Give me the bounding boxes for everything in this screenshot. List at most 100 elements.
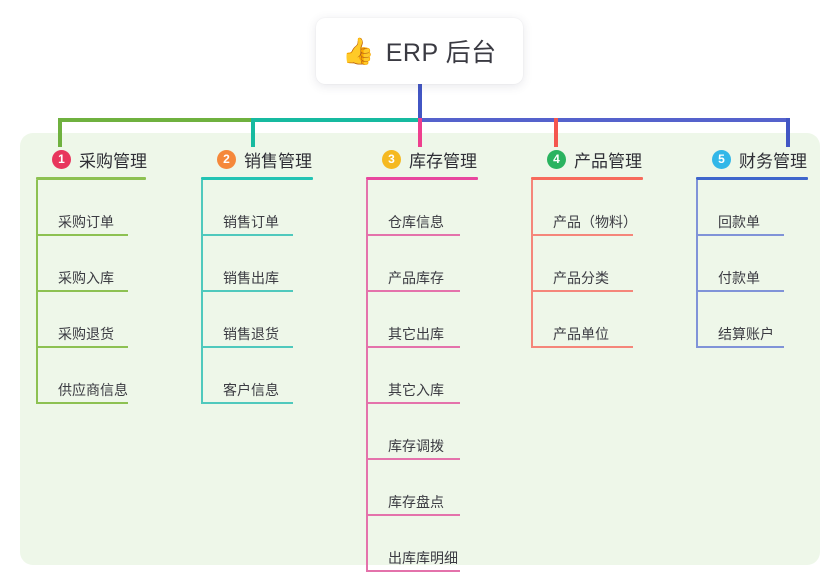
leaf-item[interactable]: 库存调拨: [366, 404, 478, 460]
leaf-spine-2: [201, 180, 203, 404]
leaf-item-rule: [36, 290, 128, 292]
leaf-item[interactable]: 回款单: [696, 180, 808, 236]
leaf-item-rule: [366, 290, 460, 292]
leaf-item-label: 仓库信息: [388, 214, 444, 230]
column-badge-3: 3: [382, 149, 401, 169]
column-header-3[interactable]: 3 库存管理: [366, 146, 478, 172]
column-badge-5: 5: [712, 149, 731, 169]
leaf-item-rule: [531, 290, 633, 292]
leaf-item[interactable]: 销售订单: [201, 180, 313, 236]
leaf-list-3: 仓库信息产品库存其它出库其它入库库存调拨库存盘点出库库明细: [366, 180, 478, 572]
leaf-item[interactable]: 供应商信息: [36, 348, 147, 404]
leaf-item[interactable]: 结算账户: [696, 292, 808, 348]
leaf-spine-3: [366, 180, 368, 572]
leaf-item[interactable]: 其它出库: [366, 292, 478, 348]
leaf-item-label: 出库库明细: [388, 550, 458, 566]
leaf-item-rule: [696, 234, 784, 236]
leaf-item-rule: [366, 458, 460, 460]
leaf-item-label: 销售出库: [223, 270, 279, 286]
column-title-3: 库存管理: [409, 151, 477, 171]
leaf-item-label: 其它出库: [388, 326, 444, 342]
leaf-item-rule: [36, 346, 128, 348]
leaf-spine-1: [36, 180, 38, 404]
leaf-item-label: 销售订单: [223, 214, 279, 230]
column-title-5: 财务管理: [739, 151, 807, 171]
leaf-item-label: 采购退货: [58, 326, 114, 342]
leaf-item-rule: [366, 514, 460, 516]
leaf-item[interactable]: 付款单: [696, 236, 808, 292]
leaf-list-5: 回款单付款单结算账户: [696, 180, 808, 348]
column-badge-4: 4: [547, 149, 566, 169]
leaf-item-rule: [201, 402, 293, 404]
column-rule-1: [36, 177, 146, 180]
leaf-item-label: 产品（物料）: [553, 214, 637, 230]
column-badge-1: 1: [52, 149, 71, 169]
leaf-spine-5: [696, 180, 698, 348]
leaf-item[interactable]: 其它入库: [366, 348, 478, 404]
leaf-item[interactable]: 销售出库: [201, 236, 313, 292]
leaf-item-rule: [201, 234, 293, 236]
leaf-item-rule: [366, 402, 460, 404]
leaf-item-label: 产品分类: [553, 270, 609, 286]
column-库存管理: 3 库存管理仓库信息产品库存其它出库其它入库库存调拨库存盘点出库库明细: [366, 146, 478, 572]
column-title-4: 产品管理: [574, 151, 642, 171]
thumbs-up-icon: 👍: [342, 36, 375, 66]
column-title-2: 销售管理: [244, 151, 312, 171]
leaf-item-rule: [366, 570, 460, 572]
leaf-item-rule: [36, 402, 128, 404]
leaf-item-rule: [531, 234, 633, 236]
column-采购管理: 1 采购管理采购订单采购入库采购退货供应商信息: [36, 146, 147, 404]
leaf-item-rule: [696, 290, 784, 292]
leaf-item-label: 产品单位: [553, 326, 609, 342]
leaf-item[interactable]: 销售退货: [201, 292, 313, 348]
leaf-item-label: 销售退货: [223, 326, 279, 342]
diagram-background-panel: [20, 133, 820, 565]
root-title: ERP 后台: [385, 39, 497, 67]
leaf-list-4: 产品（物料） 产品分类产品单位: [531, 180, 643, 348]
leaf-list-1: 采购订单采购入库采购退货供应商信息: [36, 180, 147, 404]
leaf-item-label: 库存调拨: [388, 438, 444, 454]
column-header-2[interactable]: 2 销售管理: [201, 146, 313, 172]
column-header-5[interactable]: 5 财务管理: [696, 146, 808, 172]
leaf-item[interactable]: 采购入库: [36, 236, 147, 292]
leaf-item-rule: [366, 346, 460, 348]
leaf-item-label: 库存盘点: [388, 494, 444, 510]
column-rule-5: [696, 177, 808, 180]
leaf-item-label: 其它入库: [388, 382, 444, 398]
column-header-4[interactable]: 4 产品管理: [531, 146, 643, 172]
column-title-1: 采购管理: [79, 151, 147, 171]
root-node[interactable]: 👍 ERP 后台: [316, 18, 523, 84]
leaf-item-label: 客户信息: [223, 382, 279, 398]
leaf-item-rule: [201, 290, 293, 292]
leaf-item[interactable]: 采购订单: [36, 180, 147, 236]
leaf-list-2: 销售订单销售出库销售退货客户信息: [201, 180, 313, 404]
leaf-item-label: 付款单: [718, 270, 760, 286]
leaf-item[interactable]: 库存盘点: [366, 460, 478, 516]
leaf-item[interactable]: 产品（物料）: [531, 180, 643, 236]
leaf-item-label: 供应商信息: [58, 382, 128, 398]
leaf-item[interactable]: 出库库明细: [366, 516, 478, 572]
leaf-item-rule: [366, 234, 460, 236]
leaf-item[interactable]: 产品单位: [531, 292, 643, 348]
column-rule-3: [366, 177, 478, 180]
leaf-item[interactable]: 采购退货: [36, 292, 147, 348]
column-rule-2: [201, 177, 313, 180]
leaf-item-label: 回款单: [718, 214, 760, 230]
leaf-item-rule: [201, 346, 293, 348]
leaf-item[interactable]: 产品库存: [366, 236, 478, 292]
leaf-item[interactable]: 仓库信息: [366, 180, 478, 236]
column-header-1[interactable]: 1 采购管理: [36, 146, 147, 172]
leaf-item-label: 结算账户: [718, 326, 774, 342]
column-销售管理: 2 销售管理销售订单销售出库销售退货客户信息: [201, 146, 313, 404]
leaf-item-label: 采购入库: [58, 270, 114, 286]
leaf-item-rule: [696, 346, 784, 348]
column-产品管理: 4 产品管理产品（物料） 产品分类产品单位: [531, 146, 643, 348]
leaf-item[interactable]: 产品分类: [531, 236, 643, 292]
leaf-item[interactable]: 客户信息: [201, 348, 313, 404]
leaf-item-label: 产品库存: [388, 270, 444, 286]
leaf-spine-4: [531, 180, 533, 348]
column-财务管理: 5 财务管理回款单付款单结算账户: [696, 146, 808, 348]
leaf-item-label: 采购订单: [58, 214, 114, 230]
column-rule-4: [531, 177, 643, 180]
column-badge-2: 2: [217, 149, 236, 169]
